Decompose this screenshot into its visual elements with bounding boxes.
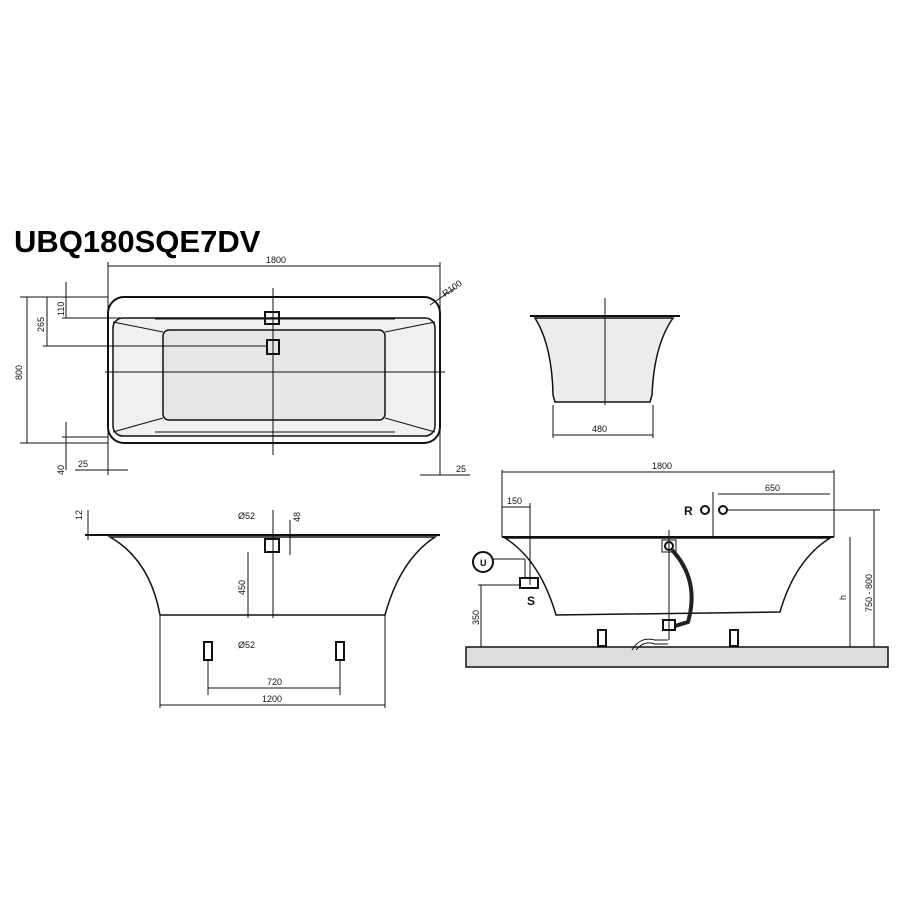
model-title: UBQ180SQE7DV bbox=[14, 224, 261, 259]
front-1200-label: 1200 bbox=[262, 694, 282, 704]
plan-width-label: 800 bbox=[14, 365, 24, 380]
front-450-label: 450 bbox=[237, 580, 247, 595]
plan-radius-label: R100 bbox=[440, 278, 463, 299]
plan-view: 1800 R100 800 265 110 40 25 25 bbox=[14, 255, 470, 476]
front-view: 450 Ø52 Ø52 48 12 720 1200 bbox=[74, 510, 440, 708]
side-length-label: 1800 bbox=[652, 461, 672, 471]
floor bbox=[465, 646, 889, 668]
plan-right-25-label: 25 bbox=[456, 464, 466, 474]
plan-40-label: 40 bbox=[56, 465, 66, 475]
side-650-label: 650 bbox=[765, 483, 780, 493]
plan-265-label: 265 bbox=[36, 317, 46, 332]
front-48-label: 48 bbox=[292, 512, 302, 522]
side-view: 1800 650 150 R U S 350 h 750 - 800 bbox=[465, 461, 889, 668]
plan-left-25-label: 25 bbox=[78, 459, 88, 469]
h-label: h bbox=[838, 595, 848, 600]
end-width-label: 480 bbox=[592, 424, 607, 434]
front-720-label: 720 bbox=[267, 677, 282, 687]
plan-110-label: 110 bbox=[56, 302, 66, 316]
front-dia-bottom-label: Ø52 bbox=[238, 640, 255, 650]
front-12-label: 12 bbox=[74, 510, 84, 520]
height-range-label: 750 - 800 bbox=[864, 574, 874, 612]
overflow-hose bbox=[670, 548, 694, 628]
side-350-label: 350 bbox=[471, 610, 481, 625]
side-150-label: 150 bbox=[507, 496, 522, 506]
plan-length-label: 1800 bbox=[266, 255, 286, 265]
front-dia-top-label: Ø52 bbox=[238, 511, 255, 521]
u-label: U bbox=[480, 558, 487, 568]
r-label: R bbox=[684, 504, 693, 518]
s-label: S bbox=[527, 594, 535, 608]
end-view: 480 bbox=[530, 298, 680, 438]
